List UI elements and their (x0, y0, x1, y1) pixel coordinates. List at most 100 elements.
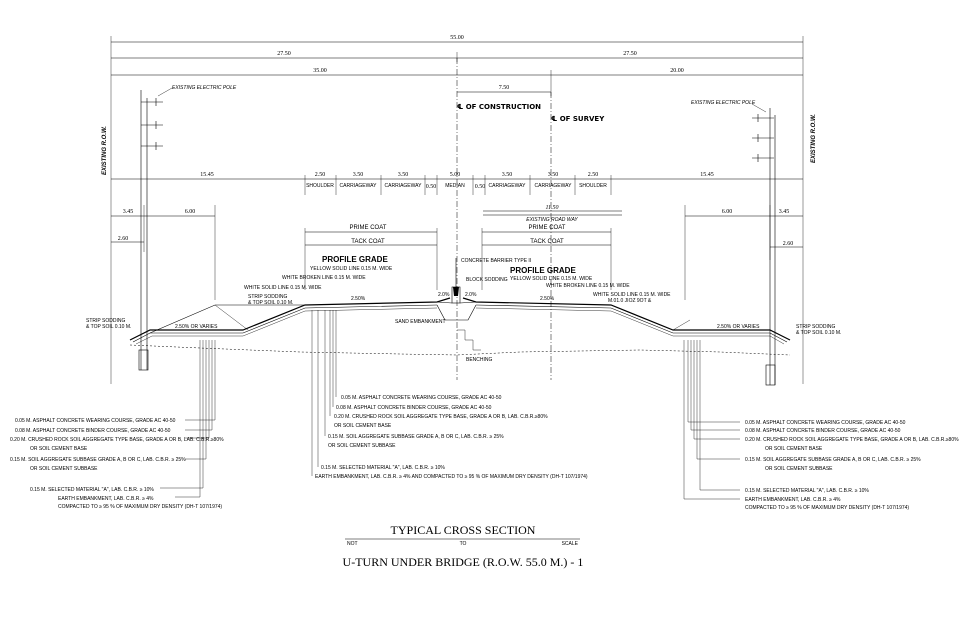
layer-left-2: 0.20 M. CRUSHED ROCK SOIL AGGREGATE TYPE… (10, 437, 224, 443)
dim-l-carr1: 3.50 (353, 172, 364, 178)
layers-left: 0.05 M. ASPHALT CONCRETE WEARING COURSE,… (10, 418, 224, 510)
dim-offset: 7.50 (499, 85, 510, 91)
electric-pole-right: EXISTING ELECTRIC POLE (691, 100, 776, 386)
white-solid-right: WHITE SOLID LINE 0.15 M. WIDE (593, 292, 671, 298)
layer-right-4: 0.15 M. SOIL AGGREGATE SUBBASE GRADE A, … (745, 457, 921, 463)
leader-lines (160, 310, 740, 500)
lane-dimensions: 15.45 2.50 3.50 3.50 0.50 5.00 0.50 3.50… (111, 172, 803, 195)
segment-carriageway-right-1: CARRIAGEWAY (489, 183, 527, 189)
construction-centerline-label: ℄ OF CONSTRUCTION (457, 103, 541, 111)
slope-right-inner: 2.50% (540, 296, 555, 302)
layer-right-5: OR SOIL CEMENT SUBBASE (765, 466, 833, 472)
dim-r-shoulder: 2.50 (588, 172, 599, 178)
strip-sodding-outer-right-2: & TOP SOIL 0.10 M. (796, 330, 841, 336)
segment-shoulder-left: SHOULDER (306, 183, 334, 189)
prime-coat-left: PRIME COAT (350, 225, 387, 231)
layers-center: 0.05 M. ASPHALT CONCRETE WEARING COURSE,… (315, 395, 588, 480)
dim-right-345: 3.45 (779, 209, 790, 215)
dim-median: 5.00 (450, 172, 461, 178)
layer-left-4: 0.15 M. SOIL AGGREGATE SUBBASE GRADE A, … (10, 457, 186, 463)
layer-center-7: EARTH EMBANKMENT, LAB. C.B.R. ≥ 4% AND C… (315, 474, 588, 480)
segment-median: MEDIAN (445, 183, 465, 189)
layer-center-3: OR SOIL CEMENT BASE (334, 423, 392, 429)
tack-coat-right: TACK COAT (530, 239, 564, 245)
side-dimensions: 3.45 6.00 2.60 6.00 3.45 2.60 (111, 205, 803, 300)
layers-right: 0.05 M. ASPHALT CONCRETE WEARING COURSE,… (745, 420, 959, 511)
pole-right-label: EXISTING ELECTRIC POLE (691, 100, 756, 106)
title-block: TYPICAL CROSS SECTION NOT TO SCALE U-TUR… (343, 523, 584, 569)
median-pct-right: 2.0% (465, 292, 477, 298)
layer-left-7: EARTH EMBANKMENT, LAB. C.B.R. ≥ 4% (58, 496, 154, 502)
dim-left-600: 6.00 (185, 209, 196, 215)
slope-left-inner: 2.50% (351, 296, 366, 302)
center-lines: ℄ OF CONSTRUCTION ℄ OF SURVEY (456, 58, 605, 380)
layer-center-4: 0.15 M. SOIL AGGREGATE SUBBASE GRADE A, … (328, 434, 504, 440)
strip-sodding-left-1: STRIP SODDING (248, 294, 287, 300)
white-broken-right: WHITE BROKEN LINE 0.15 M. WIDE (546, 283, 630, 289)
dim-left-260: 2.60 (118, 236, 129, 242)
dim-total: 55.00 (450, 35, 464, 41)
profile-grade-right: PROFILE GRADE (510, 266, 576, 275)
road-markings-labels: PROFILE GRADE YELLOW SOLID LINE 0.15 M. … (86, 255, 841, 363)
strip-sodding-left-2: & TOP SOIL 0.10 M. (248, 300, 293, 306)
strip-sodding-outer-left-2: & TOP SOIL 0.10 M. (86, 324, 131, 330)
prime-coat-right: PRIME COAT (529, 225, 566, 231)
segment-carriageway-left-1: CARRIAGEWAY (340, 183, 378, 189)
dim-l-carr2: 3.50 (398, 172, 409, 178)
slope-left-outer: 2.50% OR VARIES (175, 324, 218, 330)
barrier-label: CONCRETE BARRIER TYPE II (461, 258, 531, 264)
survey-centerline-label: ℄ OF SURVEY (551, 115, 605, 123)
slope-right-outer: 2.50% OR VARIES (717, 324, 760, 330)
scale-not: NOT (347, 541, 358, 547)
layer-center-0: 0.05 M. ASPHALT CONCRETE WEARING COURSE,… (341, 395, 502, 401)
dim-right-600: 6.00 (722, 209, 733, 215)
layer-left-8: COMPACTED TO ≥ 95 % OF MAXIMUM DRY DENSI… (58, 504, 222, 510)
segment-shoulder-right: SHOULDER (579, 183, 607, 189)
dim-half-right: 27.50 (623, 51, 637, 57)
layer-right-2: 0.20 M. CRUSHED ROCK SOIL AGGREGATE TYPE… (745, 437, 959, 443)
scale-to: TO (460, 541, 467, 547)
profile-grade-left: PROFILE GRADE (322, 255, 388, 264)
white-solid-left: WHITE SOLID LINE 0.15 M. WIDE (244, 285, 322, 291)
white-broken-left: WHITE BROKEN LINE 0.15 M. WIDE (282, 275, 366, 281)
layer-left-6: 0.15 M. SELECTED MATERIAL "A", LAB. C.B.… (30, 487, 154, 493)
dim-right-20: 20.00 (670, 68, 684, 74)
strip-sodding-outer-right-1: STRIP SODDING (796, 324, 835, 330)
strip-sodding-right-mirror: M.01.0 JIOZ 9OT & (608, 298, 652, 304)
yellow-line-left: YELLOW SOLID LINE 0.15 M. WIDE (310, 266, 393, 272)
layer-center-1: 0.08 M. ASPHALT CONCRETE BINDER COURSE, … (336, 405, 492, 411)
median-pct-left: 2.0% (438, 292, 450, 298)
drawing-subtitle: U-TURN UNDER BRIDGE (R.O.W. 55.0 M.) - 1 (343, 555, 584, 569)
dim-left-35: 35.00 (313, 68, 327, 74)
row-left-label: EXISTING R.O.W. (102, 126, 108, 175)
dim-right-1545: 15.45 (700, 172, 714, 178)
dim-r-carr2: 3.50 (548, 172, 559, 178)
layer-left-3: OR SOIL CEMENT BASE (30, 446, 88, 452)
existing-road-label: EXISTING ROAD WAY (526, 217, 578, 223)
layer-left-1: 0.08 M. ASPHALT CONCRETE BINDER COURSE, … (15, 428, 171, 434)
dim-left-345: 3.45 (123, 209, 134, 215)
electric-pole-left: EXISTING ELECTRIC POLE (138, 85, 237, 371)
layer-right-7: EARTH EMBANKMENT, LAB. C.B.R. ≥ 4% (745, 497, 841, 503)
dim-l-shoulder: 2.50 (315, 172, 326, 178)
layer-right-1: 0.08 M. ASPHALT CONCRETE BINDER COURSE, … (745, 428, 901, 434)
dim-half-left: 27.50 (277, 51, 291, 57)
layer-left-5: OR SOIL CEMENT SUBBASE (30, 466, 98, 472)
dim-right-260: 2.60 (783, 241, 794, 247)
dim-r-050: 0.50 (475, 184, 486, 190)
strip-sodding-outer-left-1: STRIP SODDING (86, 318, 125, 324)
sand-embankment-label: SAND EMBANKMENT (395, 319, 446, 325)
dim-road-1150: 11.50 (545, 205, 558, 211)
yellow-line-right: YELLOW SOLID LINE 0.15 M. WIDE (510, 276, 593, 282)
layer-right-8: COMPACTED TO ≥ 95 % OF MAXIMUM DRY DENSI… (745, 505, 909, 511)
benching-label: BENCHING (466, 357, 493, 363)
tack-coat-left: TACK COAT (351, 239, 385, 245)
dim-l-050: 0.50 (426, 184, 437, 190)
dim-left-1545: 15.45 (200, 172, 214, 178)
existing-road-way: 11.50 EXISTING ROAD WAY (483, 205, 622, 223)
coat-brackets: PRIME COAT TACK COAT PRIME COAT TACK COA… (304, 225, 612, 290)
pole-left-label: EXISTING ELECTRIC POLE (172, 85, 237, 91)
layer-center-2: 0.20 M. CRUSHED ROCK SOIL AGGREGATE TYPE… (334, 414, 548, 420)
layer-right-6: 0.15 M. SELECTED MATERIAL "A", LAB. C.B.… (745, 488, 869, 494)
